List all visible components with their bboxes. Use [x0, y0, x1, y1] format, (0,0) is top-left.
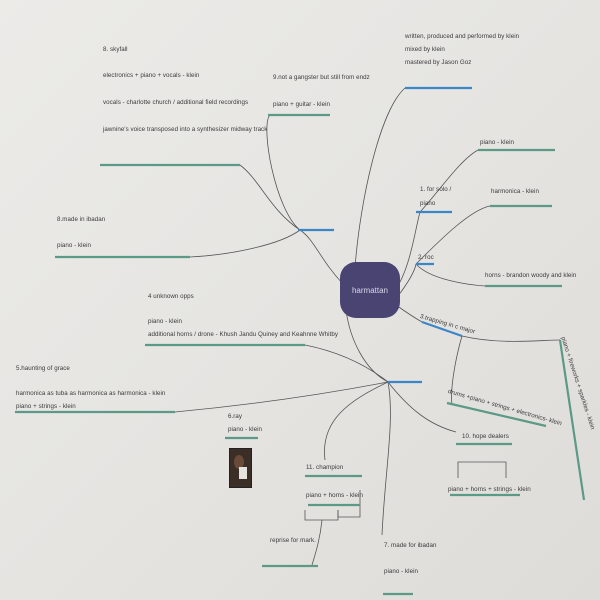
- skyfall-detail-1: electronics + piano + vocals - klein: [103, 72, 200, 79]
- skyfall-title: 8. skyfall: [103, 46, 128, 53]
- track-5-title: 5.haunting of grace: [16, 365, 70, 372]
- skyfall-detail-2: vocals - charlotte church / additional f…: [103, 99, 249, 106]
- photo-hand: [239, 467, 247, 479]
- track-6-title: 6.ray: [228, 413, 243, 420]
- track-11-detail: piano + horns - klein: [306, 492, 363, 499]
- track-7-detail: piano - klein: [384, 568, 419, 575]
- track-1-title: 1. for solo /: [420, 186, 452, 193]
- skyfall-detail-3: jawnine's voice transposed into a synthe…: [103, 126, 268, 133]
- track-7-title: 7. made for ibadan: [384, 542, 437, 549]
- track-11-reprise: reprise for mark.: [270, 537, 316, 544]
- track-1-title-line2: piano: [420, 200, 436, 207]
- track-6-detail: piano - klein: [228, 426, 263, 433]
- track-9-detail: piano + guitar - klein: [273, 101, 330, 108]
- credits-line-2: mixed by klein: [405, 46, 445, 53]
- track-5-detail-1: harmonica as tuba as harmonica as harmon…: [16, 390, 166, 397]
- track-2-title: 2. roc: [418, 254, 434, 261]
- track-5-detail-2: piano + strings - klein: [16, 403, 76, 410]
- track-2-detail-2: horns - brandon woody and klein: [485, 272, 577, 279]
- track-8-detail: piano - klein: [57, 242, 92, 249]
- credits-line-3: mastered by Jason Goz: [405, 59, 472, 66]
- track-11-title: 11. champion: [306, 464, 344, 471]
- track-10-title: 10. hope dealers: [462, 433, 509, 440]
- credits-line-1: written, produced and performed by klein: [405, 33, 520, 40]
- track-1-detail: piano - klein: [480, 139, 515, 146]
- ray-photo: [229, 448, 252, 488]
- photo-figure: [234, 455, 244, 469]
- track-8-title: 8.made in ibadan: [57, 216, 106, 223]
- track-4-detail-1: piano - klein: [148, 318, 183, 325]
- center-node-label: harmattan: [351, 285, 389, 295]
- track-2-detail-1: harmonica - klein: [491, 188, 539, 195]
- center-node-harmattan[interactable]: harmattan: [340, 262, 400, 318]
- track-4-title: 4 unknown opps: [148, 293, 194, 300]
- track-9-title: 9.not a gangster but still from endz: [273, 74, 370, 81]
- track-4-detail-2: additional horns / drone - Khush Jandu Q…: [148, 331, 338, 338]
- track-10-detail: piano + horns + strings - klein: [448, 486, 531, 493]
